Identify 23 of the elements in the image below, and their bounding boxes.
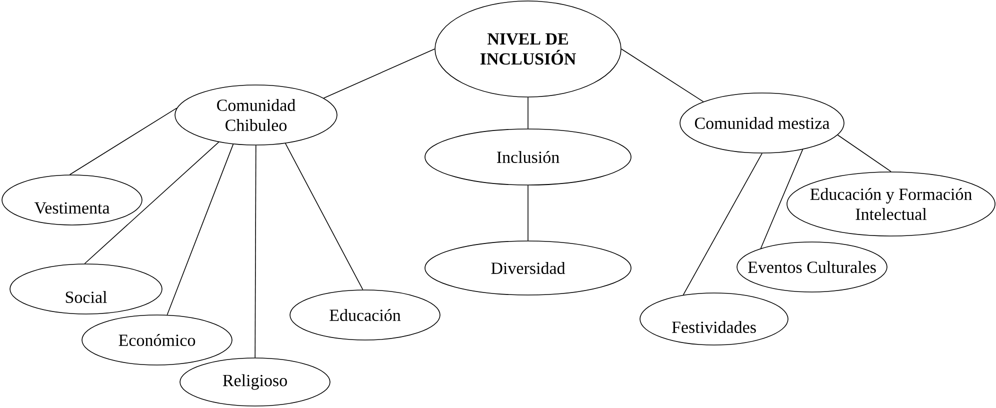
connector-line bbox=[84, 142, 220, 264]
connector-line bbox=[254, 145, 256, 358]
connector-line bbox=[284, 142, 364, 290]
ellipse-node: Comunidad Chibuleo bbox=[174, 84, 338, 146]
ellipse-node: Educación bbox=[290, 290, 440, 340]
ellipse-node: Educación y Formación Intelectual bbox=[786, 172, 996, 236]
ellipse-node: Inclusión bbox=[424, 128, 632, 186]
ellipse-node: Vestimenta bbox=[2, 174, 142, 226]
ellipse-node: NIVEL DE INCLUSIÓN bbox=[434, 0, 622, 98]
connector-line bbox=[323, 48, 435, 99]
ellipse-node: Económico bbox=[82, 314, 232, 366]
connector-line bbox=[837, 134, 892, 172]
connector-line bbox=[682, 153, 762, 296]
ellipse-node: Festividades bbox=[640, 292, 788, 346]
ellipse-node: Diversidad bbox=[424, 240, 632, 296]
ellipse-node: Social bbox=[10, 264, 162, 314]
connector-line bbox=[166, 144, 234, 316]
ellipse-node: Eventos Culturales bbox=[736, 242, 888, 292]
connector-line bbox=[621, 48, 704, 102]
connector-line bbox=[69, 108, 178, 176]
ellipse-node: Religioso bbox=[180, 358, 330, 406]
ellipse-node: Comunidad mestiza bbox=[680, 92, 844, 154]
connector-line bbox=[760, 149, 804, 249]
